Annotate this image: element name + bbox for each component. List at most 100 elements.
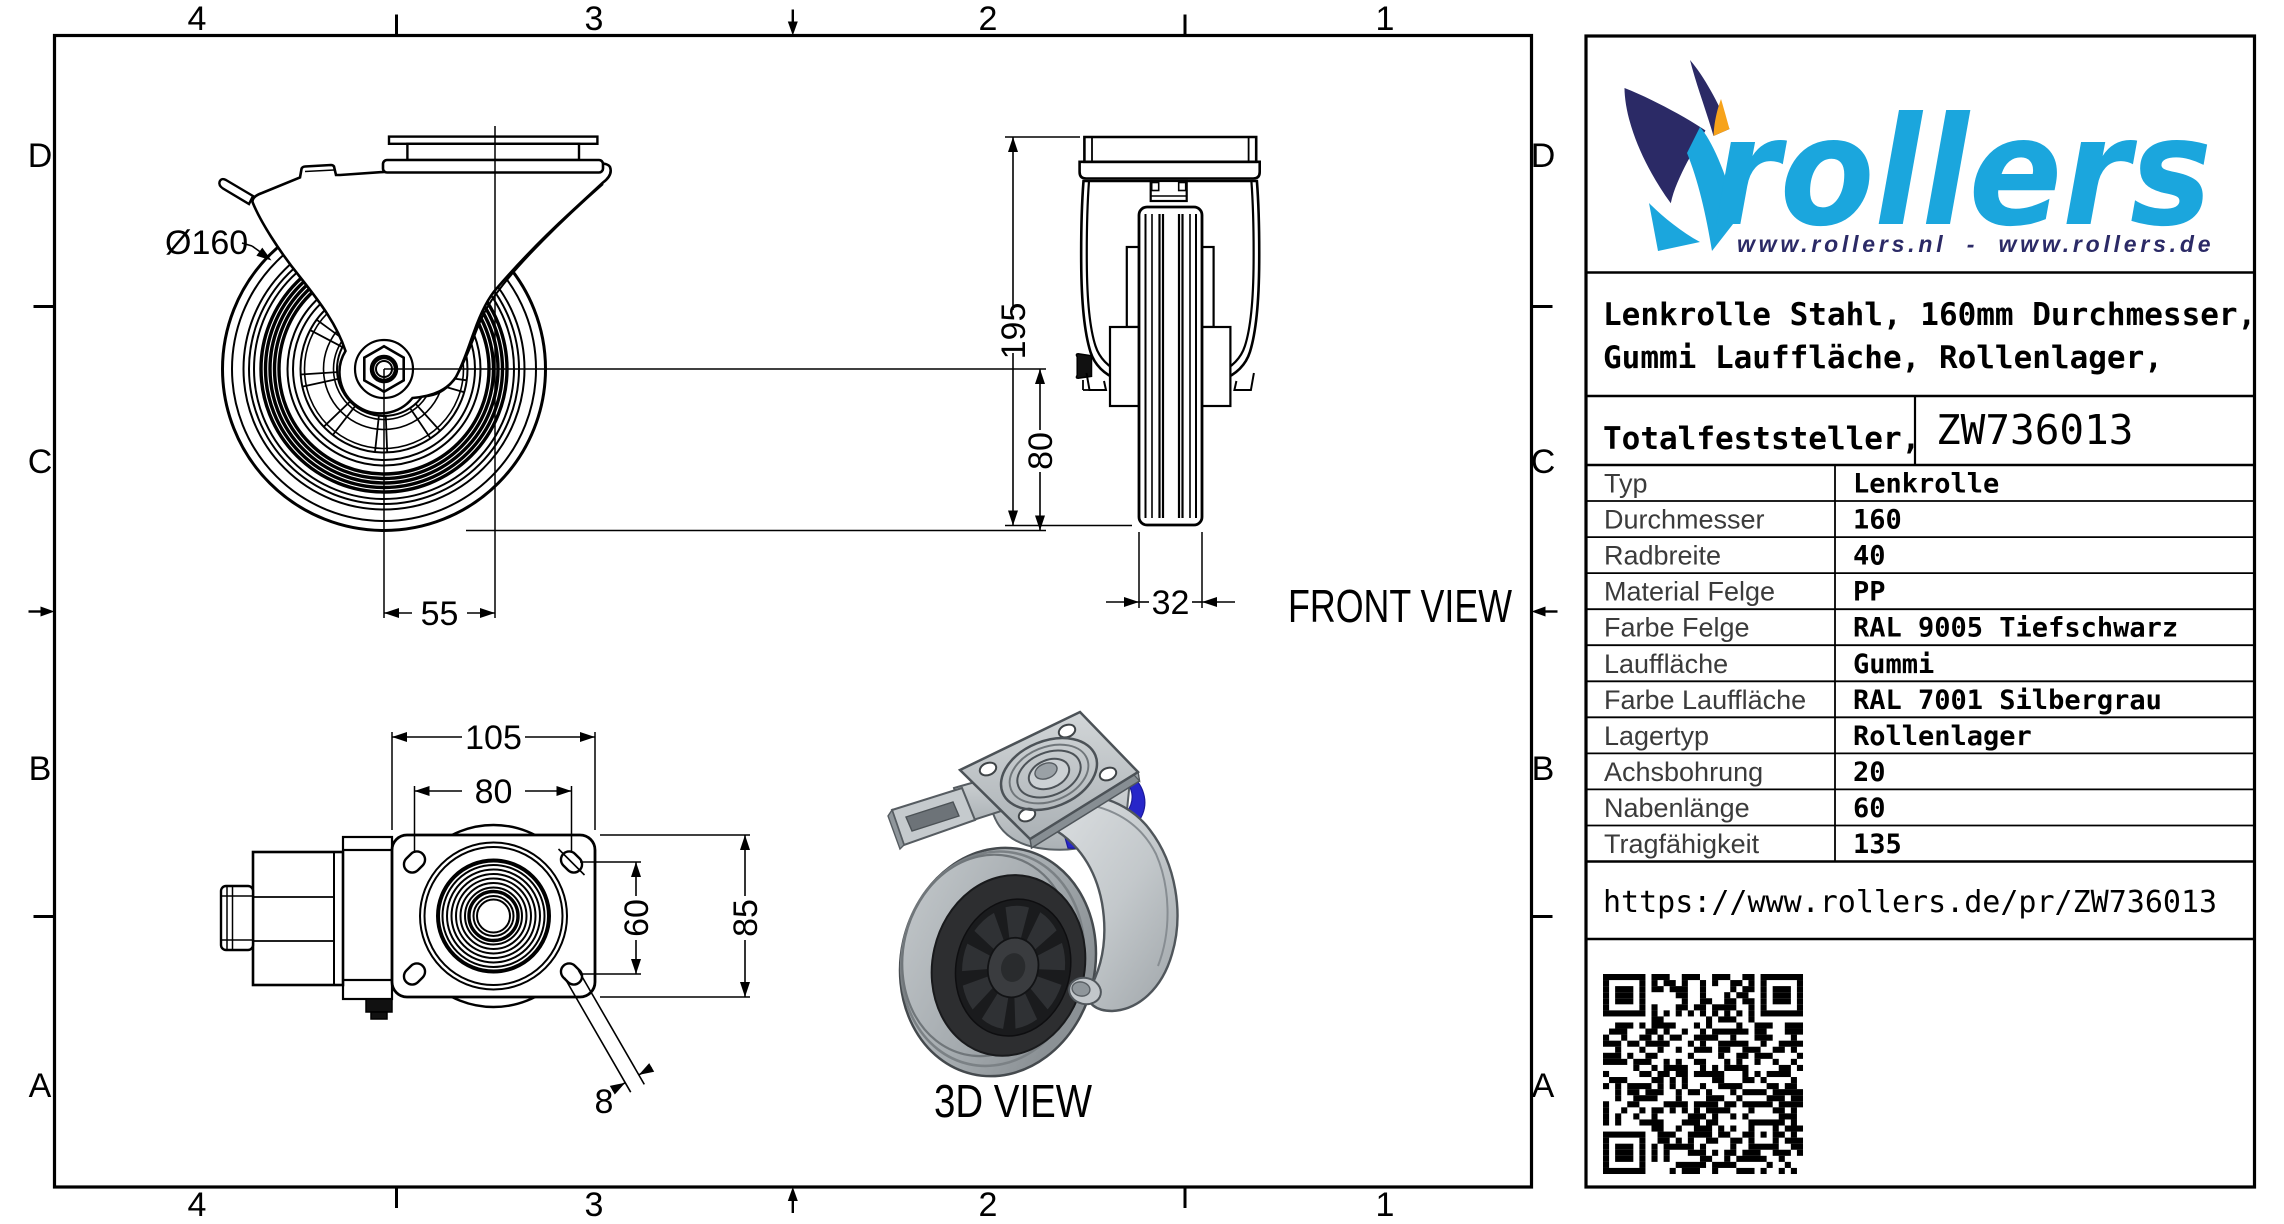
qr-module <box>1651 1125 1664 1132</box>
qr-module <box>1742 1046 1761 1053</box>
qr-module <box>1699 1155 1713 1162</box>
product-url: https://www.rollers.de/pr/ZW736013 <box>1603 885 2217 920</box>
top-bolt-slot <box>402 962 427 986</box>
qr-module <box>1663 1010 1670 1017</box>
dim-top-hole-spacing-x: 80 <box>475 773 513 811</box>
qr-module <box>1784 1137 1804 1144</box>
qr-module <box>1639 1155 1646 1162</box>
qr-module <box>1627 1052 1634 1059</box>
qr-module <box>1651 1016 1664 1023</box>
qr-module <box>1627 1083 1652 1090</box>
qr-module <box>1760 1077 1767 1084</box>
qr-module <box>1706 1137 1719 1144</box>
qr-module <box>1742 1101 1773 1108</box>
qr-module <box>1675 1046 1682 1053</box>
qr-module <box>1699 998 1713 1005</box>
grid-col-label-bottom: 3 <box>585 1186 604 1224</box>
qr-module <box>1669 986 1688 993</box>
qr-module <box>1772 1131 1785 1138</box>
qr-module <box>1760 1040 1767 1047</box>
three-d-view-label: 3D VIEW <box>934 1075 1092 1127</box>
qr-module <box>1651 1143 1658 1150</box>
qr-module <box>1627 1040 1640 1047</box>
qr-module <box>1669 1107 1676 1114</box>
qr-module <box>1736 1167 1755 1175</box>
qr-module <box>1742 1077 1755 1084</box>
qr-module <box>1706 1119 1719 1126</box>
qr-module <box>1742 1131 1755 1138</box>
qr-module <box>1603 1155 1610 1162</box>
qr-module <box>1718 1083 1743 1090</box>
qr-module <box>1681 998 1688 1005</box>
qr-module <box>1675 1137 1682 1144</box>
grid-row-label-right: A <box>1532 1067 1555 1105</box>
qr-module <box>1639 1046 1646 1053</box>
three-d-view <box>887 710 1179 1078</box>
qr-module <box>1639 1137 1646 1144</box>
qr-module <box>1772 1149 1791 1156</box>
qr-module <box>1693 1101 1719 1108</box>
qr-module <box>1778 1064 1791 1071</box>
top-mounting-plate <box>390 833 597 999</box>
qr-module <box>1675 1004 1688 1011</box>
qr-module <box>1736 992 1749 999</box>
qr-module <box>1790 1077 1797 1084</box>
qr-module <box>1603 1149 1610 1156</box>
qr-module <box>1609 1028 1628 1035</box>
dim-front-height: 195 <box>995 303 1033 360</box>
logo: rollers www.rollers.nl - www.rollers.de <box>1624 60 2215 260</box>
qr-module <box>1748 980 1755 987</box>
qr-module <box>1748 1107 1755 1114</box>
qr-module <box>1651 986 1664 993</box>
qr-module <box>1730 980 1743 987</box>
dim-top-hole-size: 8 <box>595 1083 614 1121</box>
qr-module <box>1663 1028 1670 1035</box>
qr-module <box>1603 980 1610 987</box>
front-top-plate <box>1083 135 1258 164</box>
qr-module <box>1639 1143 1646 1150</box>
qr-module <box>1693 1034 1719 1041</box>
logo-websites: www.rollers.nl - www.rollers.de <box>1737 231 2215 257</box>
spec-value: PP <box>1853 577 1886 608</box>
front-view-label: FRONT VIEW <box>1288 580 1512 632</box>
qr-module <box>1706 1016 1713 1023</box>
qr-module <box>1724 1064 1749 1071</box>
qr-module <box>1796 998 1804 1005</box>
logo-sail-lower <box>1649 203 1700 251</box>
qr-module <box>1706 1089 1713 1096</box>
qr-module <box>1603 1107 1610 1114</box>
qr-module <box>1712 1077 1725 1084</box>
qr-module <box>1730 1089 1737 1096</box>
qr-module <box>1736 1155 1767 1162</box>
qr-module <box>1603 1052 1622 1059</box>
qr-module <box>1736 1010 1743 1017</box>
qr-module <box>1687 1010 1694 1017</box>
qr-module <box>1675 1010 1682 1017</box>
spec-label: Farbe Felge <box>1604 613 1750 643</box>
qr-module <box>1724 1101 1737 1108</box>
qr-module <box>1645 1089 1664 1096</box>
view-labels: FRONT VIEW 3D VIEW <box>934 580 1512 1127</box>
qr-module <box>1712 1167 1719 1175</box>
qr-module <box>1760 1167 1767 1175</box>
spec-value: 135 <box>1853 829 1902 860</box>
qr-module <box>1603 1083 1610 1090</box>
qr-module <box>1603 1070 1610 1078</box>
qr-module <box>1681 1028 1688 1035</box>
qr-module <box>1639 986 1646 993</box>
dim-front-width: 32 <box>1152 584 1190 622</box>
qr-module <box>1724 1010 1731 1017</box>
front-view <box>1075 135 1261 527</box>
qr-module <box>1639 1161 1646 1168</box>
qr-module <box>1718 1052 1725 1059</box>
spec-value: Rollenlager <box>1853 721 2032 752</box>
qr-module <box>1760 998 1767 1005</box>
qr-module <box>1754 1070 1761 1078</box>
qr-module <box>1693 1125 1713 1132</box>
qr-module <box>1724 1058 1731 1065</box>
qr-module <box>1760 992 1767 999</box>
qr-module <box>1742 1070 1749 1078</box>
qr-module <box>1651 1149 1658 1156</box>
qr-module <box>1603 1040 1622 1047</box>
